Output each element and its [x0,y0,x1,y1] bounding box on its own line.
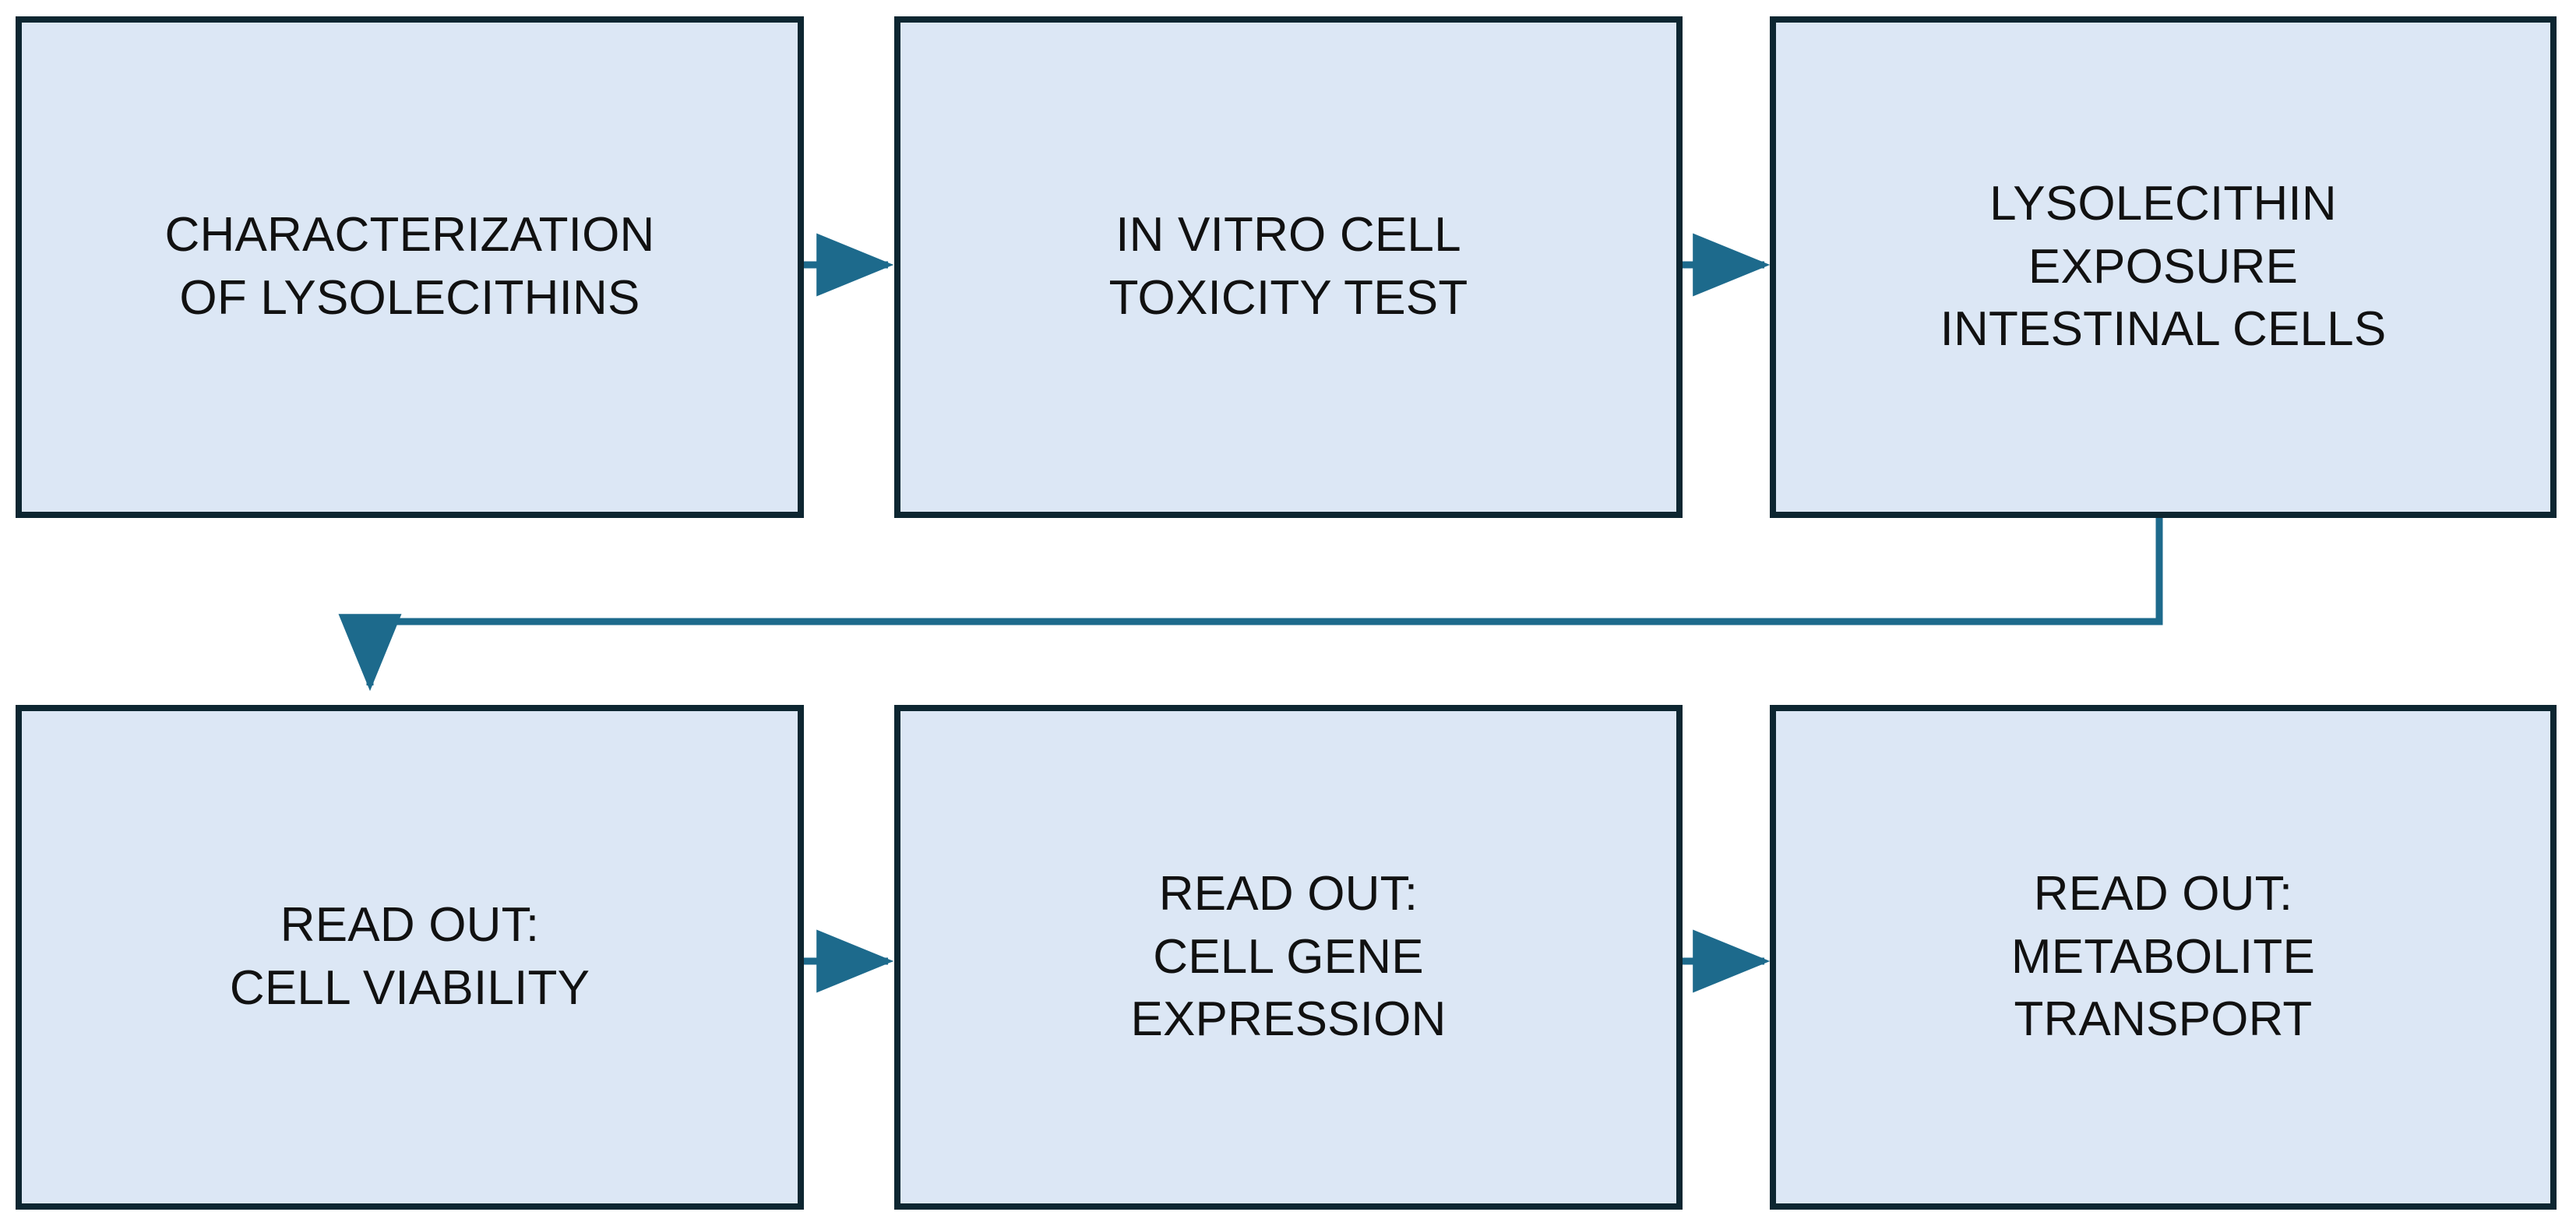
node-lysolecithin-exposure-intestinal-cells-label: LYSOLECITHIN EXPOSURE INTESTINAL CELLS [1940,177,2387,357]
node-characterization[interactable]: CHARACTERIZATION OF LYSOLECITHINS [16,16,804,518]
node-read-out-cell-viability[interactable]: READ OUT: CELL VIABILITY [16,705,804,1210]
node-read-out-cell-viability-label: READ OUT: CELL VIABILITY [229,898,590,1015]
node-read-out-cell-gene-expression-label: READ OUT: CELL GENE EXPRESSION [1130,867,1447,1047]
node-read-out-metabolite-transport[interactable]: READ OUT: METABOLITE TRANSPORT [1770,705,2557,1210]
connector-exposure-to-viability [338,518,2163,692]
node-in-vitro-cell-toxicity-test[interactable]: IN VITRO CELL TOXICITY TEST [894,16,1683,518]
node-read-out-metabolite-transport-label: READ OUT: METABOLITE TRANSPORT [2010,867,2316,1047]
node-lysolecithin-exposure-intestinal-cells[interactable]: LYSOLECITHIN EXPOSURE INTESTINAL CELLS [1770,16,2557,518]
node-in-vitro-cell-toxicity-test-label: IN VITRO CELL TOXICITY TEST [1108,208,1468,325]
node-characterization-label: CHARACTERIZATION OF LYSOLECITHINS [164,208,655,325]
node-read-out-cell-gene-expression[interactable]: READ OUT: CELL GENE EXPRESSION [894,705,1683,1210]
